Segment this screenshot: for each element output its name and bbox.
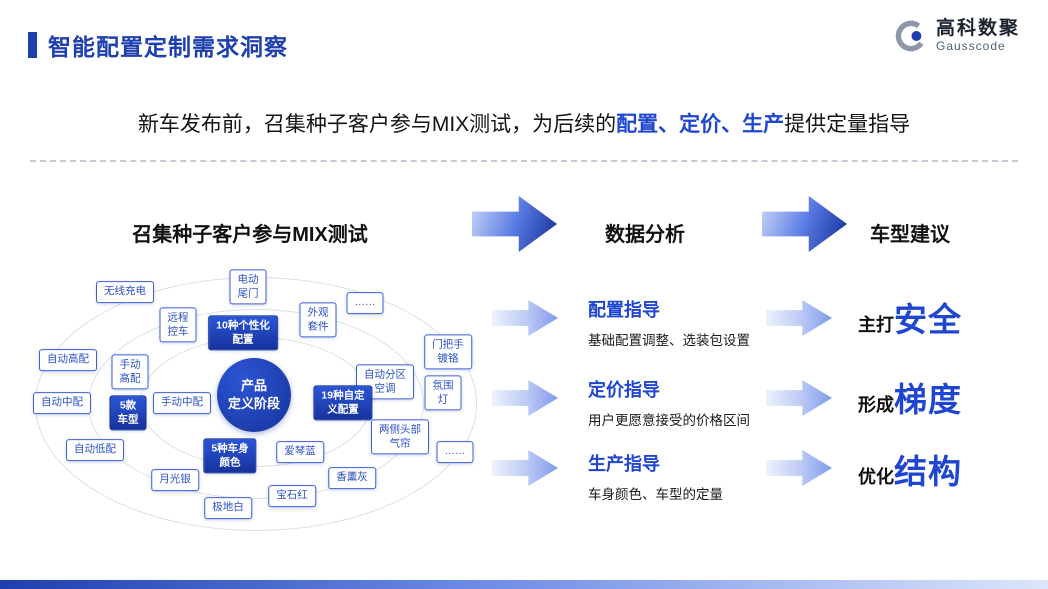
suggestion-item-gradient: 形成 梯度 (858, 373, 1028, 421)
diagram-node: 自动中配 (33, 392, 91, 414)
suggestion-prefix: 主打 (858, 315, 894, 335)
suggestion-word: 结构 (894, 453, 962, 490)
diagram-canvas: 产品 定义阶段 无线充电 电动 尾门远程 控车 10种个性化 配置外观 套件 …… 自动… (30, 265, 500, 565)
diagram-node: 极地白 (204, 497, 252, 519)
logo-subname: Gausscode (935, 39, 1006, 54)
small-right-arrow-icon (766, 450, 832, 486)
logo-name: 高科数聚 (935, 17, 1020, 39)
small-right-arrow-icon (766, 380, 832, 416)
analysis-desc: 用户更愿意接受的价格区间 (588, 413, 750, 428)
small-right-arrow-icon (492, 300, 558, 336)
diagram-node: 手动中配 (153, 392, 211, 414)
page-title: 智能配置定制需求洞察 (48, 34, 288, 60)
diagram-node: 爱琴蓝 (276, 441, 324, 463)
diagram-node: 5款 车型 (109, 395, 147, 431)
bottom-accent-bar (0, 580, 1048, 589)
small-right-arrow-icon (492, 380, 558, 416)
diagram-node: 外观 套件 (299, 302, 337, 338)
logo: 高科数聚 Gausscode (893, 18, 1020, 54)
diagram-node: 电动 尾门 (229, 269, 267, 305)
diagram-center-node: 产品 定义阶段 (217, 358, 291, 432)
suggestion-item-structure: 优化 结构 (858, 445, 1028, 493)
section-heading-model-suggestion: 车型建议 (870, 224, 950, 246)
analysis-item-config: 配置指导 基础配置调整、选装包设置 (588, 296, 773, 349)
gausscode-logo-icon (895, 20, 927, 52)
diagram-node: …… (346, 292, 384, 314)
analysis-title: 定价指导 (588, 380, 660, 400)
dashed-divider (30, 160, 1018, 162)
diagram-node: 19种自定 义配置 (313, 385, 373, 421)
diagram-node: 月光银 (151, 469, 199, 491)
subtitle: 新车发布前，召集种子客户参与MIX测试，为后续的配置、定价、生产提供定量指导 (0, 108, 1048, 138)
section-heading-data-analysis: 数据分析 (605, 224, 685, 246)
suggestion-prefix: 优化 (858, 467, 894, 487)
diagram-node: 手动 高配 (111, 354, 149, 390)
analysis-desc: 车身颜色、车型的定量 (588, 487, 723, 502)
diagram-node: …… (436, 441, 474, 463)
analysis-desc: 基础配置调整、选装包设置 (588, 333, 750, 348)
diagram-node: 自动分区 空调 (356, 364, 414, 400)
suggestion-item-safety: 主打 安全 (858, 293, 1028, 341)
section-heading-mix-test: 召集种子客户参与MIX测试 (132, 224, 368, 246)
diagram-node: 无线充电 (96, 281, 154, 303)
subtitle-suffix: 提供定量指导 (784, 113, 911, 136)
diagram-node: 自动高配 (39, 349, 97, 371)
suggestion-word: 安全 (894, 301, 962, 338)
subtitle-highlight: 配置、定价、生产 (616, 113, 785, 136)
diagram-node: 远程 控车 (159, 307, 197, 343)
diagram-node: 两侧头部 气帘 (371, 419, 429, 455)
analysis-title: 配置指导 (588, 300, 660, 320)
title-accent-bar (28, 32, 37, 58)
subtitle-prefix: 新车发布前，召集种子客户参与MIX测试，为后续的 (137, 113, 617, 136)
analysis-item-pricing: 定价指导 用户更愿意接受的价格区间 (588, 376, 773, 429)
small-right-arrow-icon (492, 450, 558, 486)
analysis-item-production: 生产指导 车身颜色、车型的定量 (588, 450, 773, 503)
big-right-arrow-icon (762, 196, 847, 252)
suggestion-word: 梯度 (894, 381, 962, 418)
diagram-node: 自动低配 (66, 439, 124, 461)
diagram-node: 香薰灰 (328, 467, 376, 489)
diagram-node: 氛围 灯 (424, 375, 462, 411)
small-right-arrow-icon (766, 300, 832, 336)
suggestion-prefix: 形成 (858, 395, 894, 415)
big-right-arrow-icon (472, 196, 557, 252)
analysis-title: 生产指导 (588, 454, 660, 474)
page-title-bar: 智能配置定制需求洞察 (28, 28, 288, 62)
diagram-node: 5种车身 颜色 (203, 438, 257, 474)
diagram-node: 门把手 镀铬 (424, 334, 472, 370)
logo-text: 高科数聚 Gausscode (935, 17, 1020, 54)
diagram-node: 宝石红 (268, 485, 316, 507)
diagram-node: 10种个性化 配置 (208, 315, 278, 351)
